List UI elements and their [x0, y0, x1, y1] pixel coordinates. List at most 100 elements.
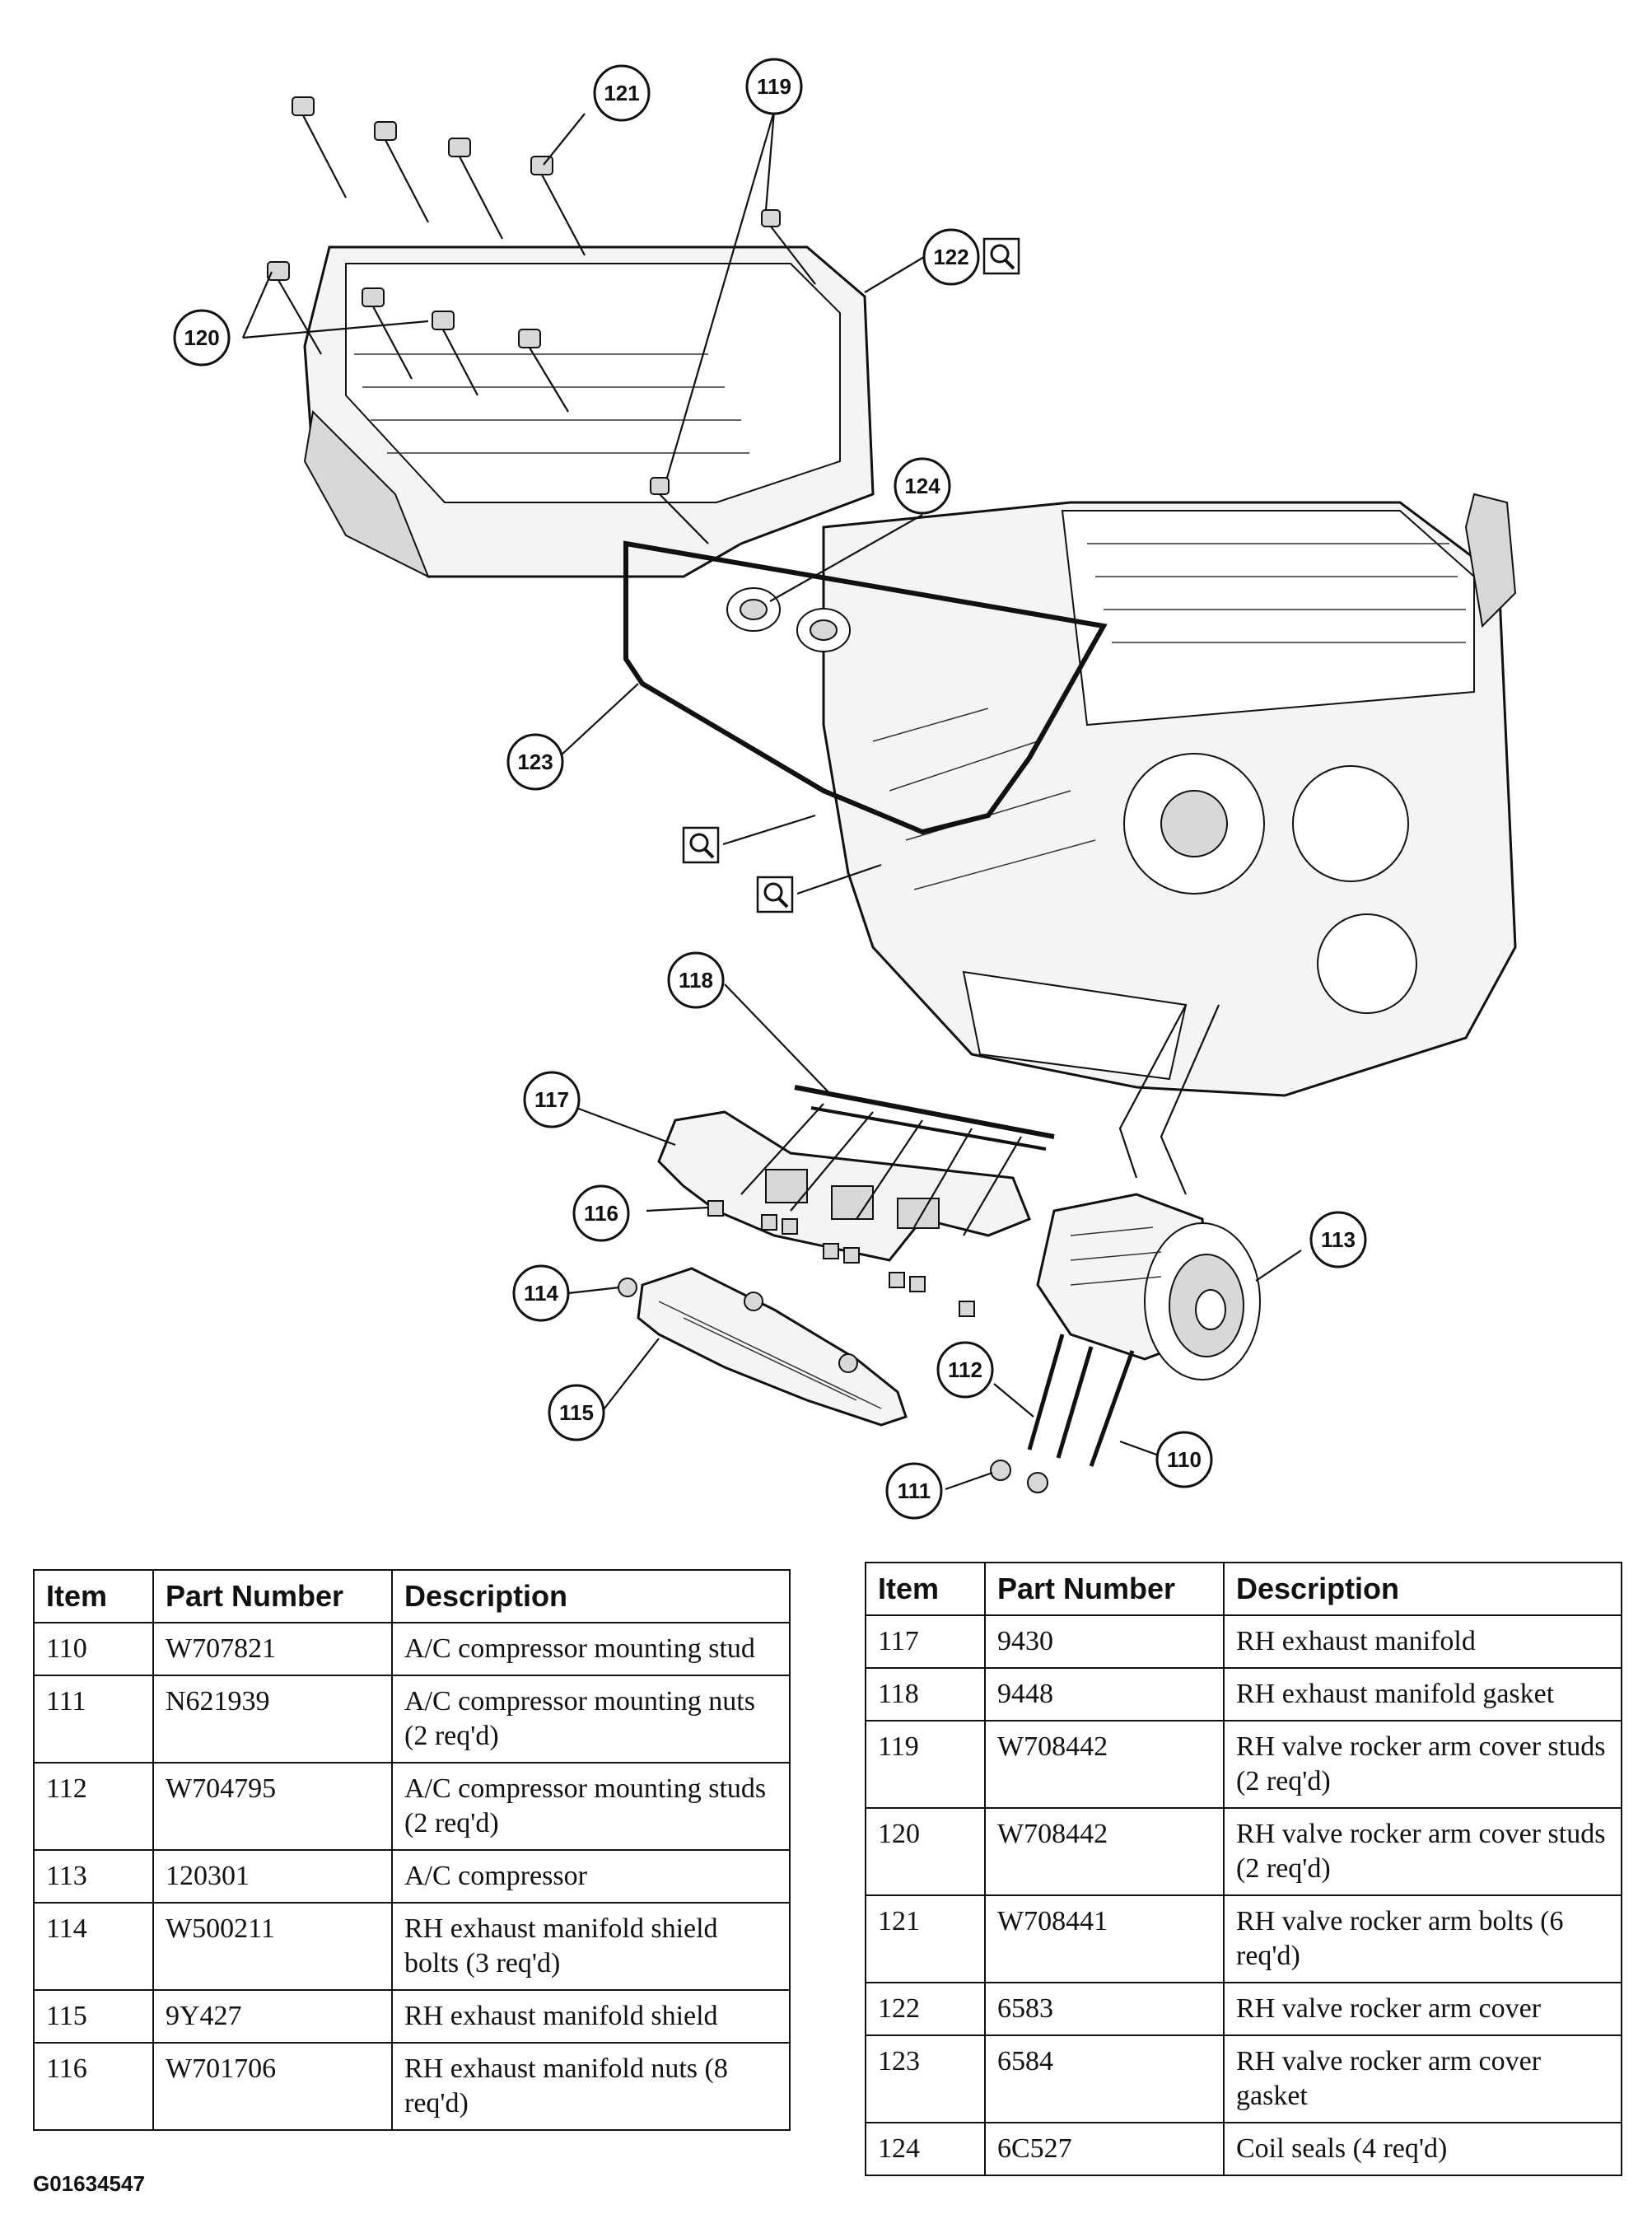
cell-description: Coil seals (4 req'd) [1223, 2122, 1622, 2176]
cell-description: A/C compressor [391, 1849, 791, 1904]
cell-item: 116 [33, 2042, 154, 2131]
ac-compressor [1036, 1193, 1261, 1380]
cell-item: 122 [865, 1982, 986, 2036]
cell-item: 124 [865, 2122, 986, 2176]
coil-seals [726, 587, 851, 652]
magnifier-leader [796, 863, 882, 895]
table-row: 119 W708442 RH valve rocker arm cover st… [865, 1720, 1622, 1809]
table-row: 115 9Y427 RH exhaust manifold shield [33, 1989, 791, 2044]
exhaust-manifold-nuts [707, 1200, 975, 1317]
parts-table-left: Item Part Number Description 110 W707821… [33, 1569, 791, 2131]
callout-113: 113 [1309, 1211, 1367, 1268]
cell-item: 110 [33, 1622, 154, 1676]
exhaust-manifold [657, 1103, 1031, 1262]
parts-table-right: Item Part Number Description 117 9430 RH… [865, 1562, 1622, 2176]
table-row: 124 6C527 Coil seals (4 req'd) [865, 2122, 1622, 2176]
svg-text:119: 119 [757, 74, 791, 99]
svg-text:112: 112 [948, 1357, 982, 1382]
compressor-studs [990, 1334, 1135, 1493]
svg-text:117: 117 [534, 1087, 569, 1112]
cell-part-number: 6584 [984, 2034, 1225, 2123]
callout-112: 112 [936, 1341, 994, 1399]
cell-part-number: 9430 [984, 1614, 1225, 1669]
table-header-row: Item Part Number Description [865, 1562, 1622, 1616]
exhaust-manifold-gasket [794, 1085, 1055, 1151]
exploded-engine-diagram: 121 119 122 120 124 123 118 117 116 114 … [173, 58, 1517, 1520]
svg-text:116: 116 [584, 1201, 618, 1226]
cell-description: RH valve rocker arm bolts (6 req'd) [1223, 1894, 1622, 1983]
cell-item: 114 [33, 1902, 154, 1991]
cell-part-number: N621939 [152, 1675, 393, 1764]
cell-description: RH exhaust manifold nuts (8 req'd) [391, 2042, 791, 2131]
callout-123: 123 [506, 733, 564, 791]
svg-text:115: 115 [559, 1400, 594, 1425]
table-row: 110 W707821 A/C compressor mounting stud [33, 1622, 791, 1676]
cell-part-number: W707821 [152, 1622, 393, 1676]
svg-text:113: 113 [1321, 1227, 1356, 1252]
table-row: 118 9448 RH exhaust manifold gasket [865, 1667, 1622, 1721]
cell-part-number: W701706 [152, 2042, 393, 2131]
cell-item: 118 [865, 1667, 986, 1721]
table-row: 121 W708441 RH valve rocker arm bolts (6… [865, 1894, 1622, 1983]
magnifier-icon[interactable] [982, 237, 1020, 275]
cell-item: 117 [865, 1614, 986, 1669]
cell-description: A/C compressor mounting studs (2 req'd) [391, 1762, 791, 1851]
table-header-row: Item Part Number Description [33, 1569, 791, 1623]
svg-text:124: 124 [904, 474, 940, 498]
svg-text:110: 110 [1167, 1447, 1202, 1472]
cell-part-number: W708441 [984, 1894, 1225, 1983]
cell-part-number: W500211 [152, 1902, 393, 1991]
cell-description: RH valve rocker arm cover studs (2 req'd… [1223, 1720, 1622, 1809]
cell-part-number: W704795 [152, 1762, 393, 1851]
leader-lines [241, 110, 1302, 1491]
callout-110: 110 [1155, 1431, 1213, 1488]
cell-description: RH exhaust manifold gasket [1223, 1667, 1622, 1721]
cell-description: RH exhaust manifold [1223, 1614, 1622, 1669]
cell-part-number: 120301 [152, 1849, 393, 1904]
cell-item: 112 [33, 1762, 154, 1851]
svg-text:123: 123 [517, 750, 553, 774]
cell-description: RH valve rocker arm cover gasket [1223, 2034, 1622, 2123]
cell-item: 120 [865, 1807, 986, 1896]
svg-text:114: 114 [524, 1281, 558, 1306]
header-description: Description [391, 1569, 791, 1623]
cell-part-number: 9Y427 [152, 1989, 393, 2044]
callout-119: 119 [745, 58, 803, 115]
cell-description: RH valve rocker arm cover studs (2 req'd… [1223, 1807, 1622, 1896]
table-row: 111 N621939 A/C compressor mounting nuts… [33, 1675, 791, 1764]
svg-text:121: 121 [604, 81, 639, 105]
cell-description: RH valve rocker arm cover [1223, 1982, 1622, 2036]
cell-item: 111 [33, 1675, 154, 1764]
exhaust-manifold-shield [637, 1267, 908, 1427]
cell-description: RH exhaust manifold shield [391, 1989, 791, 2044]
figure-id: G01634547 [33, 2171, 145, 2196]
shield-bolts [618, 1278, 858, 1373]
cell-description: A/C compressor mounting stud [391, 1622, 791, 1676]
header-description: Description [1223, 1562, 1622, 1616]
rocker-arm-cover [303, 245, 875, 579]
table-row: 122 6583 RH valve rocker arm cover [865, 1982, 1622, 2036]
magnifier-icon[interactable] [682, 826, 720, 864]
cell-item: 113 [33, 1849, 154, 1904]
callout-115: 115 [548, 1384, 605, 1441]
cell-item: 121 [865, 1894, 986, 1983]
table-row: 116 W701706 RH exhaust manifold nuts (8 … [33, 2042, 791, 2131]
svg-text:111: 111 [898, 1479, 931, 1503]
table-row: 112 W704795 A/C compressor mounting stud… [33, 1762, 791, 1851]
callout-116: 116 [572, 1184, 630, 1242]
magnifier-icon[interactable] [756, 876, 794, 913]
cell-description: A/C compressor mounting nuts (2 req'd) [391, 1675, 791, 1764]
cell-item: 119 [865, 1720, 986, 1809]
svg-text:120: 120 [184, 325, 219, 350]
cell-item: 123 [865, 2034, 986, 2123]
svg-text:122: 122 [933, 245, 968, 269]
cover-gasket [623, 540, 1108, 835]
table-row: 114 W500211 RH exhaust manifold shield b… [33, 1902, 791, 1991]
cell-part-number: 9448 [984, 1667, 1225, 1721]
engine-block [822, 493, 1517, 1097]
svg-text:118: 118 [679, 968, 713, 993]
header-item: Item [33, 1569, 154, 1623]
callout-118: 118 [667, 951, 725, 1009]
cell-part-number: 6C527 [984, 2122, 1225, 2176]
magnifier-leader [722, 814, 816, 846]
